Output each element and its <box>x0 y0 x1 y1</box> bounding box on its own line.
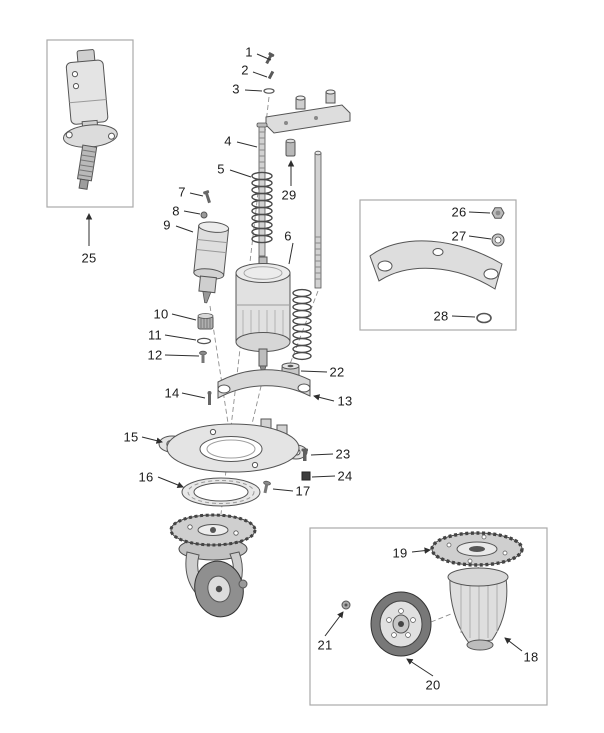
callout-part17: 17 <box>295 483 311 499</box>
callout-part27: 27 <box>451 228 467 244</box>
pin-part14 <box>207 391 212 405</box>
solenoid-part9 <box>193 221 230 304</box>
screw-part2 <box>267 70 275 80</box>
nut-part26 <box>491 207 505 219</box>
locknut-part27 <box>491 233 505 247</box>
wheel-part20 <box>370 591 432 657</box>
screw-part12 <box>199 350 207 363</box>
callout-part23: 23 <box>335 446 351 462</box>
callout-part18: 18 <box>523 649 539 665</box>
bearing-ring-part16 <box>181 477 261 507</box>
callout-part6: 6 <box>284 228 292 244</box>
bolt-part21 <box>341 600 351 610</box>
washer-part3 <box>263 88 275 94</box>
splined-shaft <box>76 144 98 190</box>
callout-part9: 9 <box>163 217 171 233</box>
callout-part16: 16 <box>138 469 154 485</box>
callout-part28: 28 <box>433 308 449 324</box>
inset-box-drive-wheel-detail <box>309 527 548 706</box>
callout-part11: 11 <box>147 327 163 343</box>
nut-part8 <box>200 211 208 219</box>
gear-part19 <box>430 531 524 567</box>
callout-part3: 3 <box>232 81 240 97</box>
washer-part11 <box>196 337 212 345</box>
leader-lines <box>164 53 492 492</box>
bolt-part23 <box>301 448 308 461</box>
callout-part20: 20 <box>425 677 441 693</box>
callout-part7: 7 <box>178 184 186 200</box>
leader-arrows <box>85 160 523 677</box>
clamp-bracket-part13 <box>217 369 311 399</box>
base-plate-part15 <box>158 418 308 473</box>
screw-part17 <box>263 480 271 494</box>
caster-wheel <box>194 560 244 618</box>
bracket-detail <box>369 240 503 290</box>
callout-part1: 1 <box>245 44 253 60</box>
callout-part13: 13 <box>337 393 353 409</box>
callout-part2: 2 <box>241 62 249 78</box>
gearbox-housing-part18 <box>447 567 509 651</box>
caster-assembly <box>169 513 257 618</box>
callout-part26: 26 <box>451 204 467 220</box>
spring-lower <box>292 288 312 361</box>
threaded-rod-part4 <box>256 122 268 257</box>
sleeve-part29 <box>285 138 296 157</box>
callout-part25: 25 <box>81 250 97 266</box>
callout-part14: 14 <box>164 385 180 401</box>
gear-motor-illustration <box>62 49 118 190</box>
callout-part22: 22 <box>329 364 345 380</box>
callout-part19: 19 <box>392 545 408 561</box>
callout-part21: 21 <box>317 637 333 653</box>
spring-part5 <box>251 171 273 244</box>
callout-part4: 4 <box>224 133 232 149</box>
inset-box-bracket-detail <box>359 199 517 331</box>
guide-rod <box>314 150 322 289</box>
oring-part28 <box>476 312 492 324</box>
top-mounting-bar <box>265 89 351 134</box>
callout-part5: 5 <box>217 161 225 177</box>
callout-part10: 10 <box>153 306 169 322</box>
callout-part8: 8 <box>172 203 180 219</box>
knurled-nut-part10 <box>197 313 214 330</box>
callout-part15: 15 <box>123 429 139 445</box>
callout-part29: 29 <box>281 187 297 203</box>
callout-part12: 12 <box>147 347 163 363</box>
block-part24 <box>301 471 311 481</box>
inset-box-motor-detail <box>46 39 134 208</box>
screw-part1 <box>265 52 275 65</box>
callout-part24: 24 <box>337 468 353 484</box>
drive-motor-part6 <box>235 256 291 378</box>
pin-part7 <box>203 190 211 204</box>
